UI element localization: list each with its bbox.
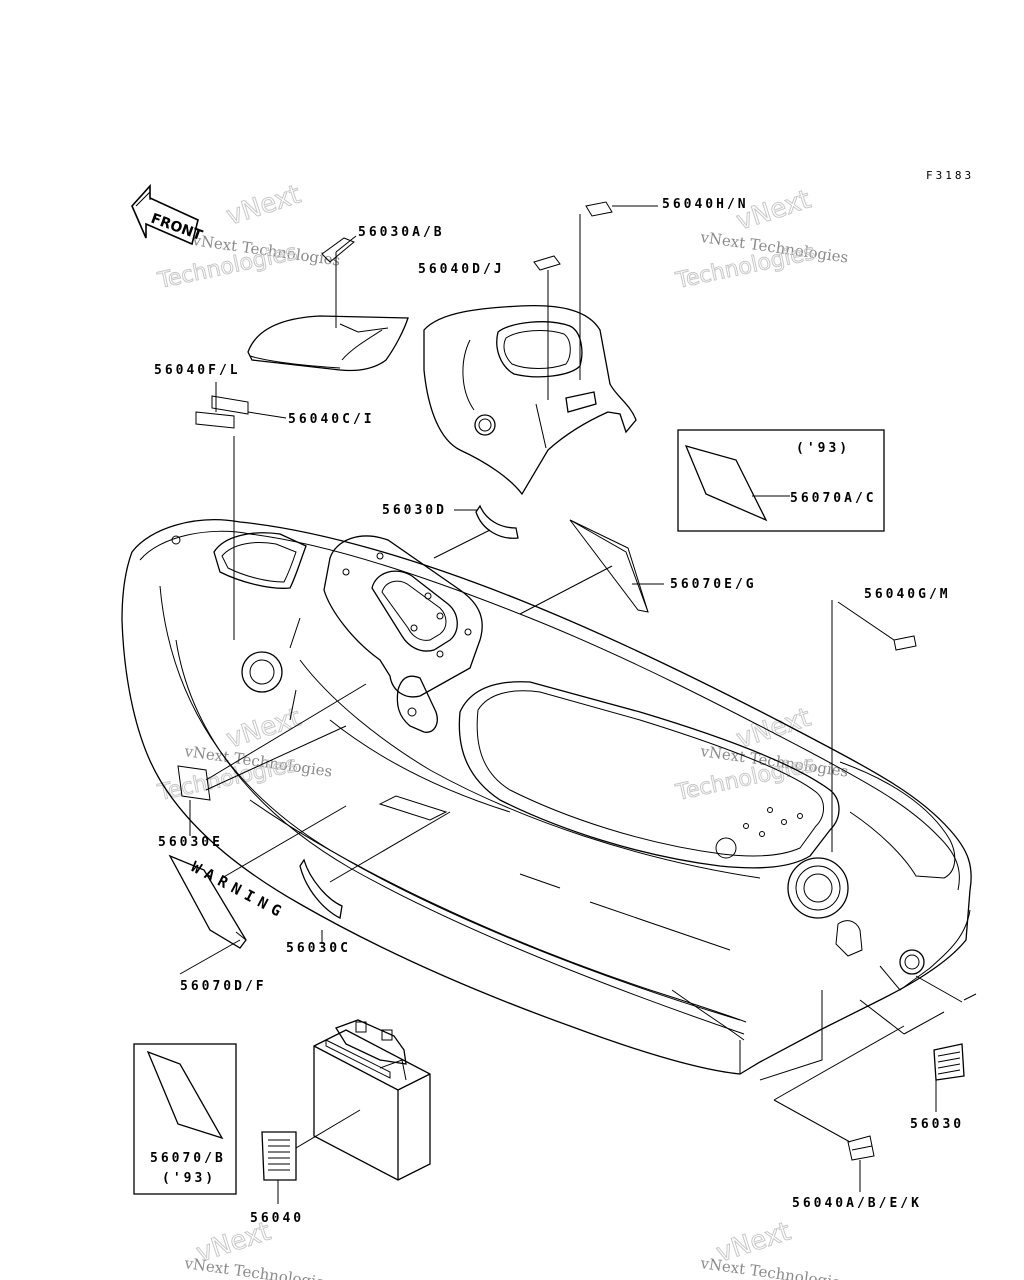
- decal-56070EG: [569, 519, 649, 613]
- svg-text:WARNING: WARNING: [188, 858, 289, 923]
- svg-text:vNext Technologies: vNext Technologies: [182, 1254, 333, 1280]
- watermark-bottom-right: vNext vNext Technologies: [698, 1216, 849, 1280]
- label-56070AC-year: ('93): [796, 441, 850, 456]
- front-arrow-icon: FRONT: [131, 183, 205, 246]
- label-56040HN: 56040H/N: [662, 197, 749, 212]
- label-56070EG: 56070E/G: [670, 577, 757, 592]
- label-56070B: 56070/B: [150, 1151, 226, 1166]
- label-56040DJ: 56040D/J: [418, 262, 505, 277]
- label-56040FL: 56040F/L: [154, 363, 241, 378]
- decal-56040CI: [211, 395, 249, 415]
- label-56070AC: 56070A/C: [790, 491, 877, 506]
- callout-box-56070AC: [677, 429, 885, 532]
- label-56040CI: 56040C/I: [288, 412, 375, 427]
- decal-56040: [261, 1131, 297, 1181]
- decal-56040DJ: [533, 255, 561, 271]
- warning-text: WARNING: [188, 858, 289, 923]
- label-56040GM: 56040G/M: [864, 587, 951, 602]
- svg-text:vNext Technologies: vNext Technologies: [698, 1254, 849, 1280]
- warning-decal: [168, 854, 247, 949]
- battery-part: [313, 1019, 431, 1181]
- decal-56040FL: [195, 411, 235, 429]
- label-56070B-year: ('93): [162, 1171, 216, 1186]
- svg-text:vNext: vNext: [223, 180, 305, 232]
- watermark-mid-left: vNext vNext Technologies Technologies: [155, 702, 334, 806]
- seat-part: [247, 237, 409, 372]
- decal-56040HN: [585, 201, 613, 217]
- decal-56030C: [299, 858, 343, 919]
- decal-56030E: [177, 765, 211, 801]
- decal-56040GM: [893, 635, 917, 651]
- callout-box-56070B: [133, 1043, 237, 1195]
- label-56030: 56030: [910, 1117, 964, 1132]
- label-56030C: 56030C: [286, 941, 351, 956]
- label-56040ABEK: 56040A/B/E/K: [792, 1196, 922, 1211]
- label-56070DF: 56070D/F: [180, 979, 267, 994]
- decal-56030: [933, 1043, 965, 1081]
- watermark-bottom-left: vNext vNext Technologies: [182, 1216, 333, 1280]
- leader-lines: [179, 205, 977, 1204]
- label-56030E: 56030E: [158, 835, 223, 850]
- hood-part: [423, 304, 637, 496]
- label-56030D: 56030D: [382, 503, 447, 518]
- label-56030AB: 56030A/B: [358, 225, 445, 240]
- decal-56030D: [475, 504, 519, 539]
- hull-body: [121, 519, 972, 1081]
- figure-code: F3183: [926, 169, 974, 182]
- label-56040: 56040: [250, 1211, 304, 1226]
- decal-56040ABEK: [847, 1135, 875, 1161]
